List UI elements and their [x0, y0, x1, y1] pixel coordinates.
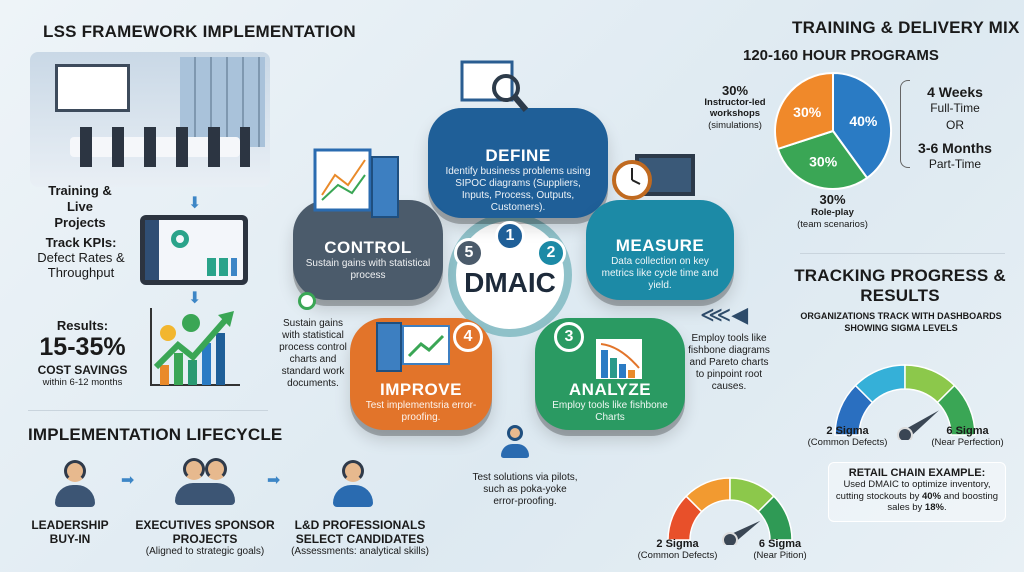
- delivery-subtitle: 120-160 HOUR PROGRAMS: [743, 47, 939, 64]
- gauge-segment: [936, 384, 976, 436]
- dashboard-tablet-icon: [140, 215, 248, 285]
- pilot-operator-icon: [495, 425, 535, 458]
- measure-title: MEASURE: [615, 236, 705, 255]
- pie-slice-label: 40%: [849, 113, 878, 129]
- delivery-title: TRAINING & DELIVERY MIX: [792, 18, 1020, 37]
- arrow-down-icon: ⬇: [188, 195, 202, 212]
- phase-measure[interactable]: MEASURE Data collection on key metrics l…: [586, 200, 734, 300]
- step-leadership: LEADERSHIP BUY-IN: [31, 518, 109, 546]
- instructor-pct: 30%: [721, 83, 749, 98]
- option-part-time-sub: Part-Time: [928, 157, 982, 171]
- define-title: DEFINE: [485, 146, 551, 165]
- phase-analyze[interactable]: ANALYZE Employ tools like fishbone Chart…: [535, 318, 685, 430]
- framework-title: LSS FRAMEWORK IMPLEMENTATION: [43, 22, 356, 41]
- pareto-chart-icon: [596, 339, 642, 379]
- ld-professional-icon: [318, 460, 388, 507]
- define-desc: Identify business problems using SIPOC d…: [445, 166, 591, 213]
- conference-room-illustration: [30, 52, 270, 187]
- roleplay-label: Role-play: [811, 207, 854, 218]
- step-number-2: 2: [536, 238, 566, 268]
- lifecycle-title: IMPLEMENTATION LIFECYCLE: [28, 425, 283, 444]
- pie-slice: [774, 71, 834, 151]
- results-title: Results:: [56, 318, 109, 333]
- improve-binder-icon: [376, 322, 450, 372]
- roleplay-pct: 30%: [819, 192, 846, 207]
- arrow-right-icon: ⬇: [120, 473, 138, 487]
- sigma-gauge-blue: [834, 364, 976, 440]
- gauge2-min-label: 2 Sigma: [656, 538, 699, 550]
- step-ld: L&D PROFESSIONALS SELECT CANDIDATES: [294, 518, 426, 546]
- gauge-hub: [897, 427, 913, 440]
- pie-slice-label: 30%: [793, 104, 822, 120]
- results-label: COST SAVINGS: [37, 363, 128, 377]
- analyze-desc: Employ tools like fishbone Charts: [552, 400, 668, 423]
- instructor-sub: (simulations): [708, 120, 762, 131]
- gauge1-min-label: 2 Sigma: [826, 425, 869, 437]
- control-note: Sustain gains with statistical process c…: [279, 318, 347, 389]
- phase-control[interactable]: CONTROL Sustain gains with statistical p…: [293, 200, 443, 300]
- pie-slice: [832, 71, 892, 180]
- divider: [28, 410, 268, 411]
- executives-icon: [165, 458, 245, 505]
- step-number-3: 3: [554, 322, 584, 352]
- gauge2-max-sub: (Near Pition): [753, 550, 807, 561]
- or-label: OR: [946, 118, 964, 132]
- analyze-note: Employ tools like fishbone diagrams and …: [688, 333, 770, 392]
- step-number-5: 5: [454, 238, 484, 268]
- delivery-pie-chart: 40% 30% 30%: [774, 71, 892, 190]
- improve-title: IMPROVE: [380, 380, 462, 399]
- arrow-right-icon: ⬇: [266, 473, 284, 487]
- fishbone-icon: ⋘◀: [700, 302, 749, 327]
- step-executives-sub: (Aligned to strategic goals): [145, 546, 265, 557]
- option-full-time: 4 Weeks: [927, 84, 983, 100]
- magnifier-report-icon: [460, 60, 529, 112]
- leadership-icon: [40, 460, 110, 507]
- arrow-down-icon: ⬇: [188, 290, 202, 307]
- step-number-4: 4: [453, 322, 483, 352]
- control-chart-binder-icon: [313, 148, 399, 218]
- gauge2-min-sub: (Common Defects): [637, 550, 718, 561]
- training-label: Training & Live Projects: [48, 183, 112, 230]
- pie-slice: [776, 129, 869, 190]
- results-period: within 6-12 months: [42, 377, 123, 388]
- retail-example-card: RETAIL CHAIN EXAMPLE: Used DMAIC to opti…: [828, 462, 1006, 522]
- example-title: RETAIL CHAIN EXAMPLE:: [848, 467, 986, 479]
- control-desc: Sustain gains with statistical process: [305, 258, 431, 281]
- example-text: Used DMAIC to optimize inventory, cuttin…: [835, 479, 999, 513]
- instructor-label: Instructor-led workshops: [704, 97, 766, 119]
- gauge1-max-sub: (Near Perfection): [931, 437, 1004, 448]
- gauge-segment: [757, 495, 793, 541]
- improve-desc: Test implementsria error-proofing.: [365, 400, 477, 423]
- results-value: 15-35%: [39, 333, 126, 361]
- tracking-title: TRACKING PROGRESS & RESULTS: [794, 266, 1006, 305]
- step-number-1: 1: [495, 221, 525, 251]
- roleplay-sub: (team scenarios): [797, 219, 868, 230]
- control-title: CONTROL: [324, 238, 412, 257]
- growth-chart-icon: [150, 308, 240, 386]
- tracking-subtitle: ORGANIZATIONS TRACK WITH DASHBOARDS SHOW…: [800, 311, 1002, 333]
- step-ld-sub: (Assessments: analytical skills): [291, 546, 429, 557]
- step-executives: EXECUTIVES SPONSOR PROJECTS: [135, 518, 275, 546]
- gauge2-max-label: 6 Sigma: [758, 538, 802, 550]
- kpi-title: Track KPIs:: [45, 235, 117, 250]
- clock-monitor-icon: [612, 154, 695, 200]
- sigma-gauge-traffic: [667, 477, 793, 545]
- pie-slice-label: 30%: [809, 153, 838, 169]
- phase-define[interactable]: DEFINE Identify business problems using …: [428, 108, 608, 218]
- gauge1-min-sub: (Common Defects): [807, 437, 888, 448]
- target-icon: [298, 292, 316, 310]
- brace: [900, 80, 910, 168]
- measure-desc: Data collection on key metrics like cycl…: [601, 256, 719, 291]
- gauge-hub: [722, 532, 738, 545]
- kpi-text: Defect Rates & Throughput: [37, 250, 125, 280]
- divider: [800, 253, 1005, 254]
- analyze-title: ANALYZE: [568, 380, 652, 399]
- gauge1-max-label: 6 Sigma: [946, 425, 989, 437]
- option-part-time: 3-6 Months: [918, 140, 992, 156]
- option-full-time-sub: Full-Time: [930, 101, 980, 115]
- improve-note: Test solutions via pilots, such as poka-…: [472, 472, 578, 507]
